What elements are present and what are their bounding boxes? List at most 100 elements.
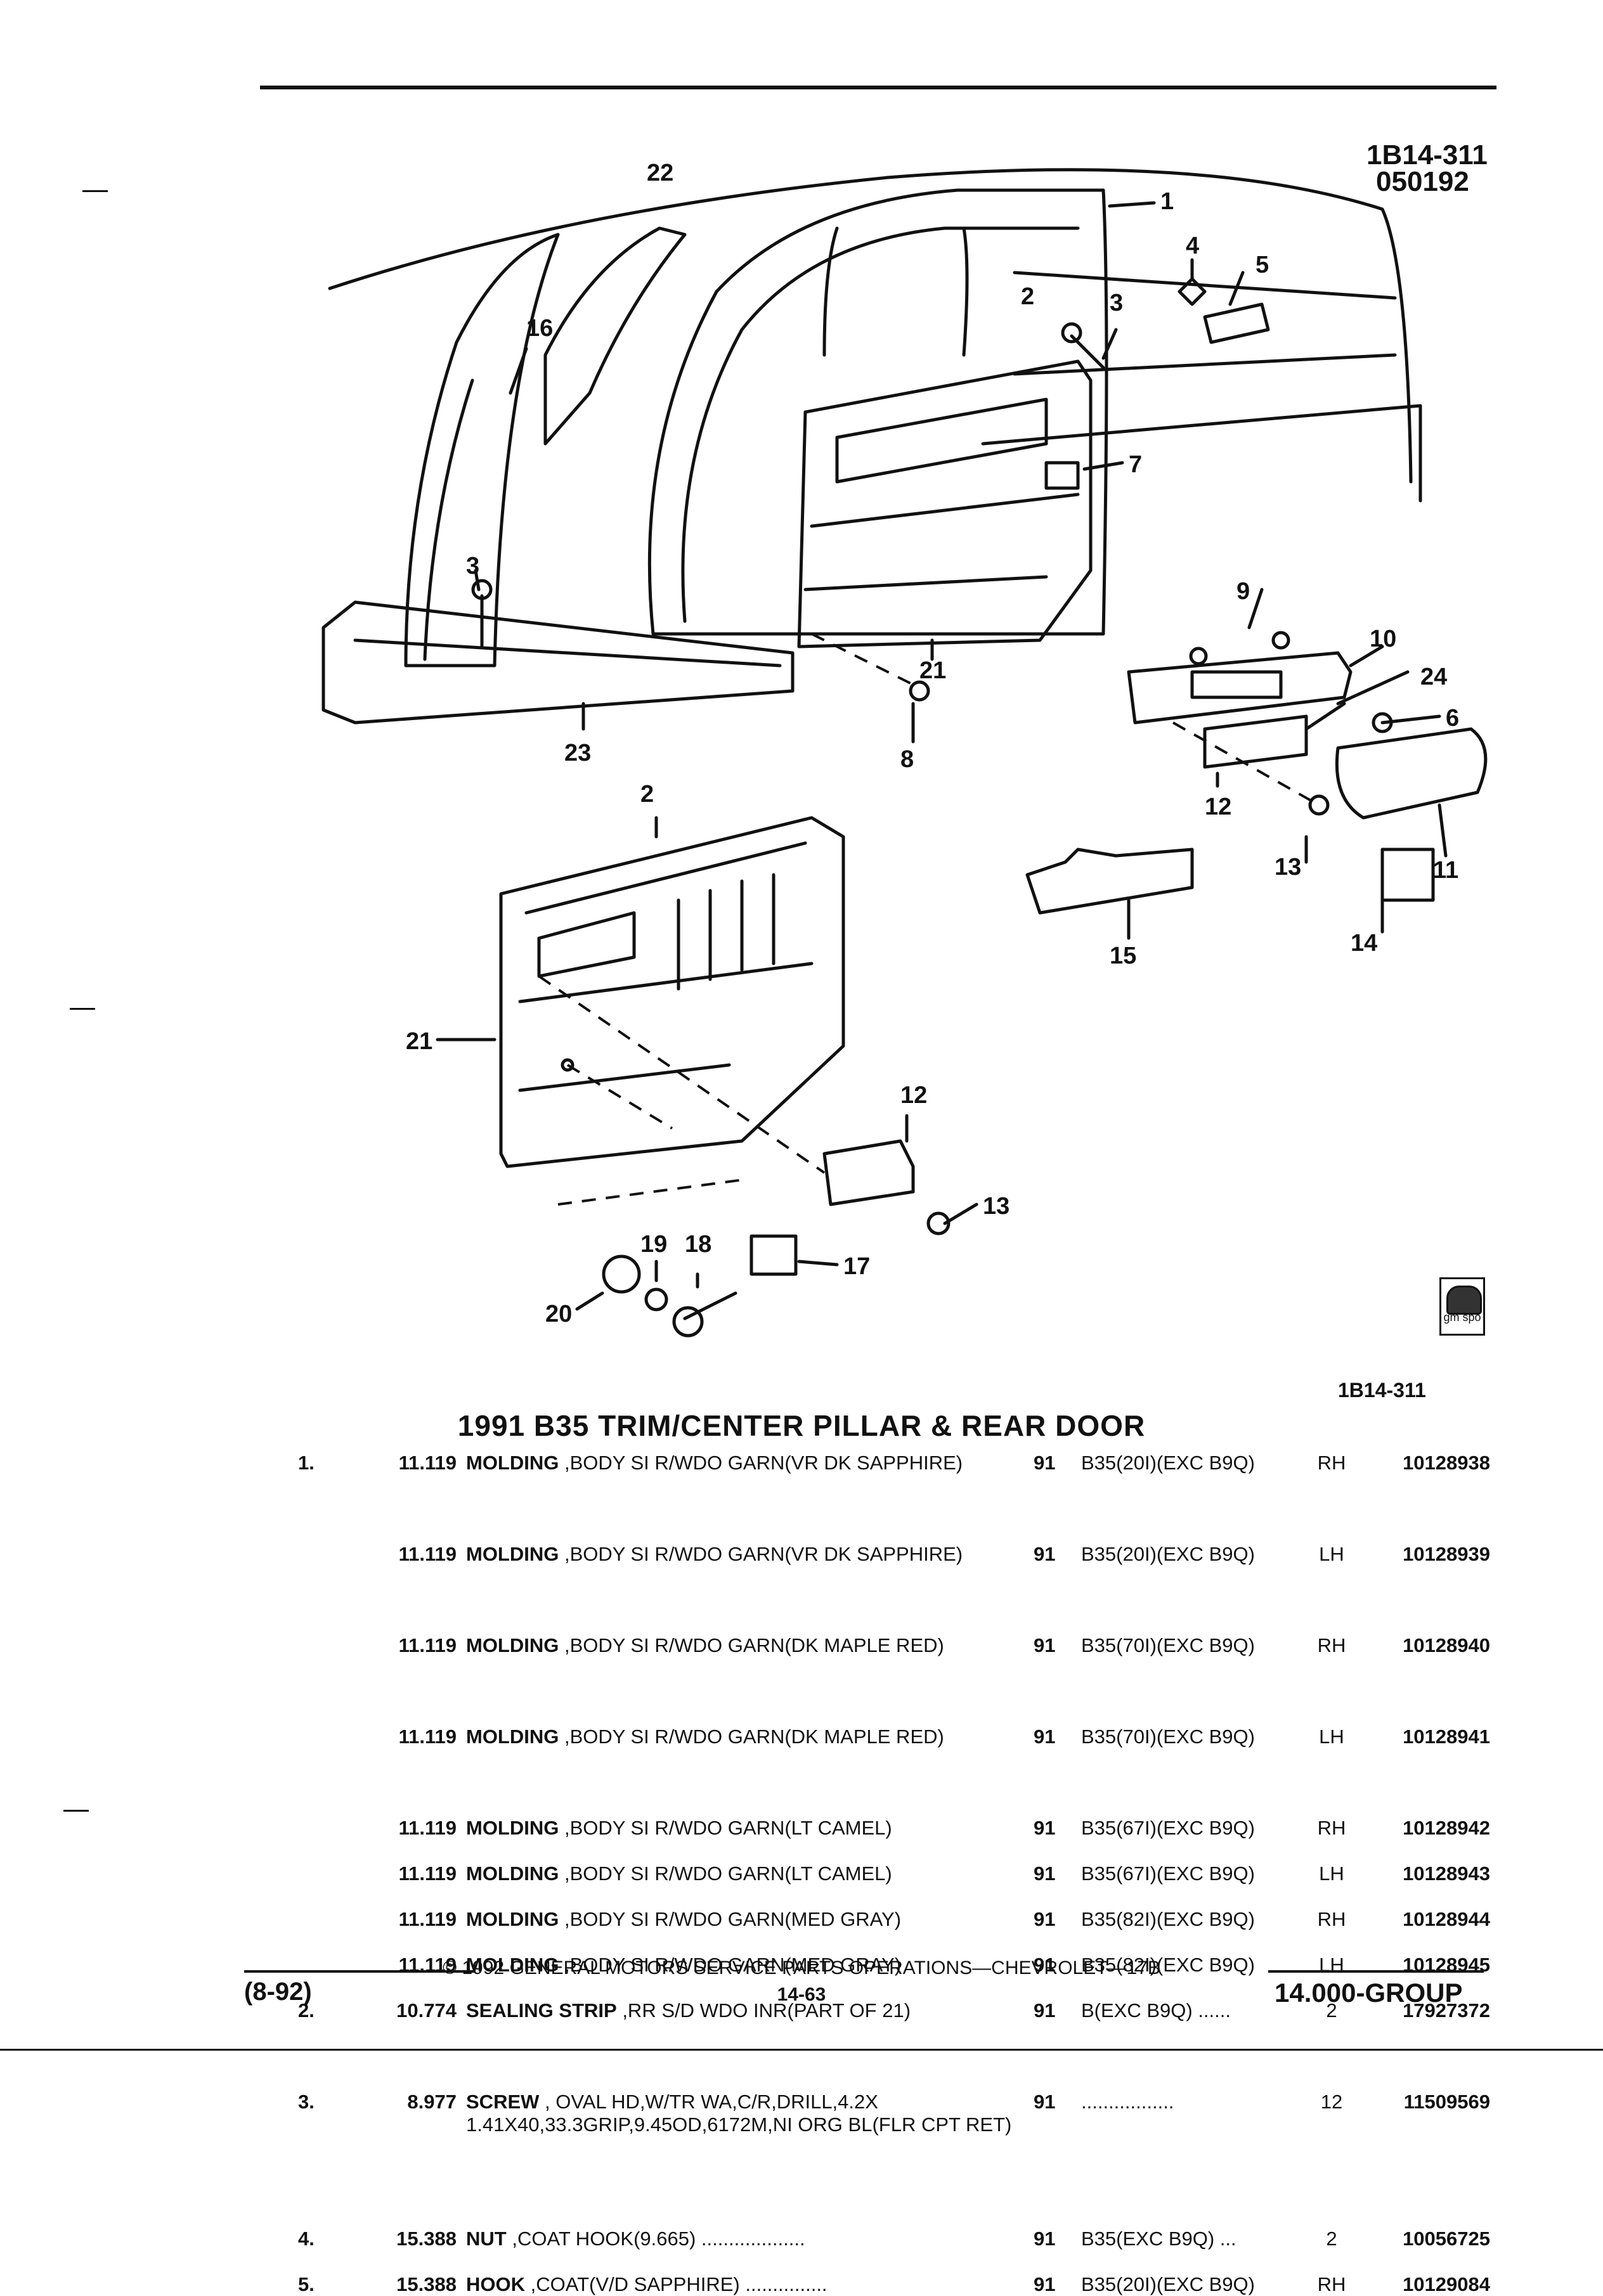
part-name: HOOK bbox=[466, 2273, 525, 2295]
group-number: 11.119 bbox=[398, 1634, 457, 1656]
table-row: 11.119 MOLDING ,BODY SI R/WDO GARN(LT CA… bbox=[298, 1862, 1490, 1885]
group-number: 11.119 bbox=[398, 1817, 457, 1839]
description: NUT ,COAT HOOK(9.665) ..................… bbox=[466, 2228, 1043, 2250]
model-year: 91 bbox=[1034, 2091, 1056, 2113]
model-code: B35(70I)(EXC B9Q) bbox=[1081, 1725, 1255, 1748]
model-code: B35(20I)(EXC B9Q) bbox=[1081, 2273, 1255, 2295]
description: MOLDING ,BODY SI R/WDO GARN(VR DK SAPPHI… bbox=[466, 1543, 1043, 1566]
group-number: 11.119 bbox=[398, 1725, 457, 1748]
callout-5: 5 bbox=[1256, 252, 1269, 278]
footer-rule-right bbox=[1268, 1970, 1484, 1973]
quantity: RH bbox=[1317, 1452, 1346, 1474]
part-name: MOLDING bbox=[466, 1817, 559, 1839]
quantity: RH bbox=[1317, 1908, 1346, 1930]
callout-7: 7 bbox=[1129, 451, 1142, 478]
part-name: MOLDING bbox=[466, 1908, 559, 1930]
part-name: SEALING STRIP bbox=[466, 1999, 617, 2022]
model-code: B35(67I)(EXC B9Q) bbox=[1081, 1862, 1255, 1885]
margin-mark bbox=[82, 190, 108, 192]
callout-8: 8 bbox=[900, 746, 914, 773]
callout-14: 14 bbox=[1351, 930, 1377, 957]
callout-1: 1 bbox=[1160, 188, 1174, 215]
group-number: 11.119 bbox=[398, 1908, 457, 1930]
description: MOLDING ,BODY SI R/WDO GARN(LT CAMEL) bbox=[466, 1817, 1043, 1840]
model-year: 91 bbox=[1034, 1908, 1056, 1930]
model-code: B35(70I)(EXC B9Q) bbox=[1081, 1634, 1255, 1656]
figure-id-bottom: 1B14-311 bbox=[1338, 1379, 1426, 1402]
part-desc: ,BODY SI R/WDO GARN(LT CAMEL) bbox=[559, 1817, 892, 1839]
group-number: 8.977 bbox=[407, 2091, 457, 2113]
description: MOLDING ,BODY SI R/WDO GARN(MED GRAY) bbox=[466, 1954, 1043, 1977]
part-number: 17927372 bbox=[1403, 1999, 1490, 2022]
part-name: MOLDING bbox=[466, 1862, 559, 1885]
quantity: RH bbox=[1317, 1634, 1346, 1656]
model-code: B35(82I)(EXC B9Q) bbox=[1081, 1908, 1255, 1930]
table-row: 11.119 MOLDING ,BODY SI R/WDO GARN(DK MA… bbox=[298, 1634, 1490, 1680]
footer-rule-left bbox=[244, 1970, 476, 1973]
bracket-15 bbox=[1025, 848, 1194, 915]
model-year: 91 bbox=[1034, 1954, 1056, 1976]
window-switch-recess bbox=[537, 911, 636, 978]
page-number: 14-63 bbox=[777, 1984, 826, 2005]
callout-22: 22 bbox=[647, 160, 673, 186]
part-name: MOLDING bbox=[466, 1543, 559, 1565]
description: MOLDING ,BODY SI R/WDO GARN(DK MAPLE RED… bbox=[466, 1725, 1043, 1748]
model-code: B(EXC B9Q) ...... bbox=[1081, 1999, 1231, 2022]
top-rule bbox=[260, 86, 1496, 89]
part-desc: ,COAT HOOK(9.665) ................... bbox=[506, 2228, 805, 2250]
group-number: 10.774 bbox=[396, 1999, 457, 2022]
part-desc: ,BODY SI R/WDO GARN(DK MAPLE RED) bbox=[559, 1634, 944, 1656]
part-number: 10128943 bbox=[1403, 1862, 1490, 1885]
part-number: 10128942 bbox=[1403, 1817, 1490, 1839]
callout-12b: 12 bbox=[900, 1082, 927, 1109]
group-number: 15.388 bbox=[396, 2228, 457, 2250]
part-number: 11509569 bbox=[1403, 2091, 1490, 2113]
group-number: 11.119 bbox=[398, 1862, 457, 1885]
part-desc: ,COAT(V/D SAPPHIRE) ............... bbox=[525, 2273, 827, 2295]
quantity: RH bbox=[1317, 1817, 1346, 1839]
copyright-line: © 1992 GENERAL MOTORS SERVICE PARTS OPER… bbox=[443, 1957, 1160, 1978]
group-number: 15.388 bbox=[396, 2273, 457, 2295]
gm-spo-logo: gm spo bbox=[1439, 1277, 1485, 1336]
part-desc: ,RR S/D WDO INR(PART OF 21) bbox=[616, 1999, 911, 2022]
model-code: B35(20I)(EXC B9Q) bbox=[1081, 1543, 1255, 1565]
description: MOLDING ,BODY SI R/WDO GARN(VR DK SAPPHI… bbox=[466, 1452, 1043, 1474]
table-row: 11.119 MOLDING ,BODY SI R/WDO GARN(VR DK… bbox=[298, 1543, 1490, 1589]
part-name: MOLDING bbox=[466, 1725, 559, 1748]
quantity: 2 bbox=[1326, 2228, 1337, 2250]
switch-17 bbox=[750, 1234, 798, 1276]
callout-4: 4 bbox=[1186, 233, 1199, 259]
table-row: 11.119 MOLDING ,BODY SI R/WDO GARN(MED G… bbox=[298, 1908, 1490, 1931]
callout-10: 10 bbox=[1370, 626, 1396, 652]
callout-11: 11 bbox=[1433, 857, 1458, 884]
armrest-bezel-10 bbox=[1127, 651, 1353, 725]
part-number: 10128941 bbox=[1403, 1725, 1490, 1748]
model-code: B35(67I)(EXC B9Q) bbox=[1081, 1817, 1255, 1839]
quantity: LH bbox=[1319, 1862, 1344, 1885]
callout-13b: 13 bbox=[983, 1193, 1009, 1220]
model-year: 91 bbox=[1034, 1999, 1056, 2022]
part-name: MOLDING bbox=[466, 1954, 559, 1976]
part-name: NUT bbox=[466, 2228, 507, 2250]
description: MOLDING ,BODY SI R/WDO GARN(MED GRAY) bbox=[466, 1908, 1043, 1931]
item-number: 1. bbox=[298, 1452, 315, 1474]
model-year: 91 bbox=[1034, 1725, 1056, 1748]
table-row: 11.119 MOLDING ,BODY SI R/WDO GARN(MED G… bbox=[298, 1954, 1490, 1977]
door-frame bbox=[647, 188, 1108, 636]
part-desc: ,BODY SI R/WDO GARN(VR DK SAPPHIRE) bbox=[559, 1452, 963, 1474]
part-desc: ,BODY SI R/WDO GARN(VR DK SAPPHIRE) bbox=[559, 1543, 963, 1565]
quantity: RH bbox=[1317, 2273, 1346, 2295]
part-desc: , OVAL HD,W/TR WA,C/R,DRILL,4.2X 1.41X40… bbox=[466, 2091, 1012, 2136]
callout-21: 21 bbox=[919, 657, 946, 684]
escutcheon-20 bbox=[602, 1254, 641, 1294]
description: SEALING STRIP ,RR S/D WDO INR(PART OF 21… bbox=[466, 1999, 1043, 2022]
callout-23: 23 bbox=[564, 740, 591, 766]
part-name: SCREW bbox=[466, 2091, 540, 2113]
center-pillar bbox=[404, 233, 560, 668]
parts-table: 1. 11.119 MOLDING ,BODY SI R/WDO GARN(VR… bbox=[298, 1452, 1490, 2295]
window-crank-18 bbox=[683, 1291, 737, 1320]
callout-6: 6 bbox=[1446, 705, 1459, 732]
part-number: 10129084 bbox=[1403, 2273, 1490, 2295]
margin-mark bbox=[63, 1810, 89, 1812]
group-number: 11.119 bbox=[398, 1452, 457, 1474]
